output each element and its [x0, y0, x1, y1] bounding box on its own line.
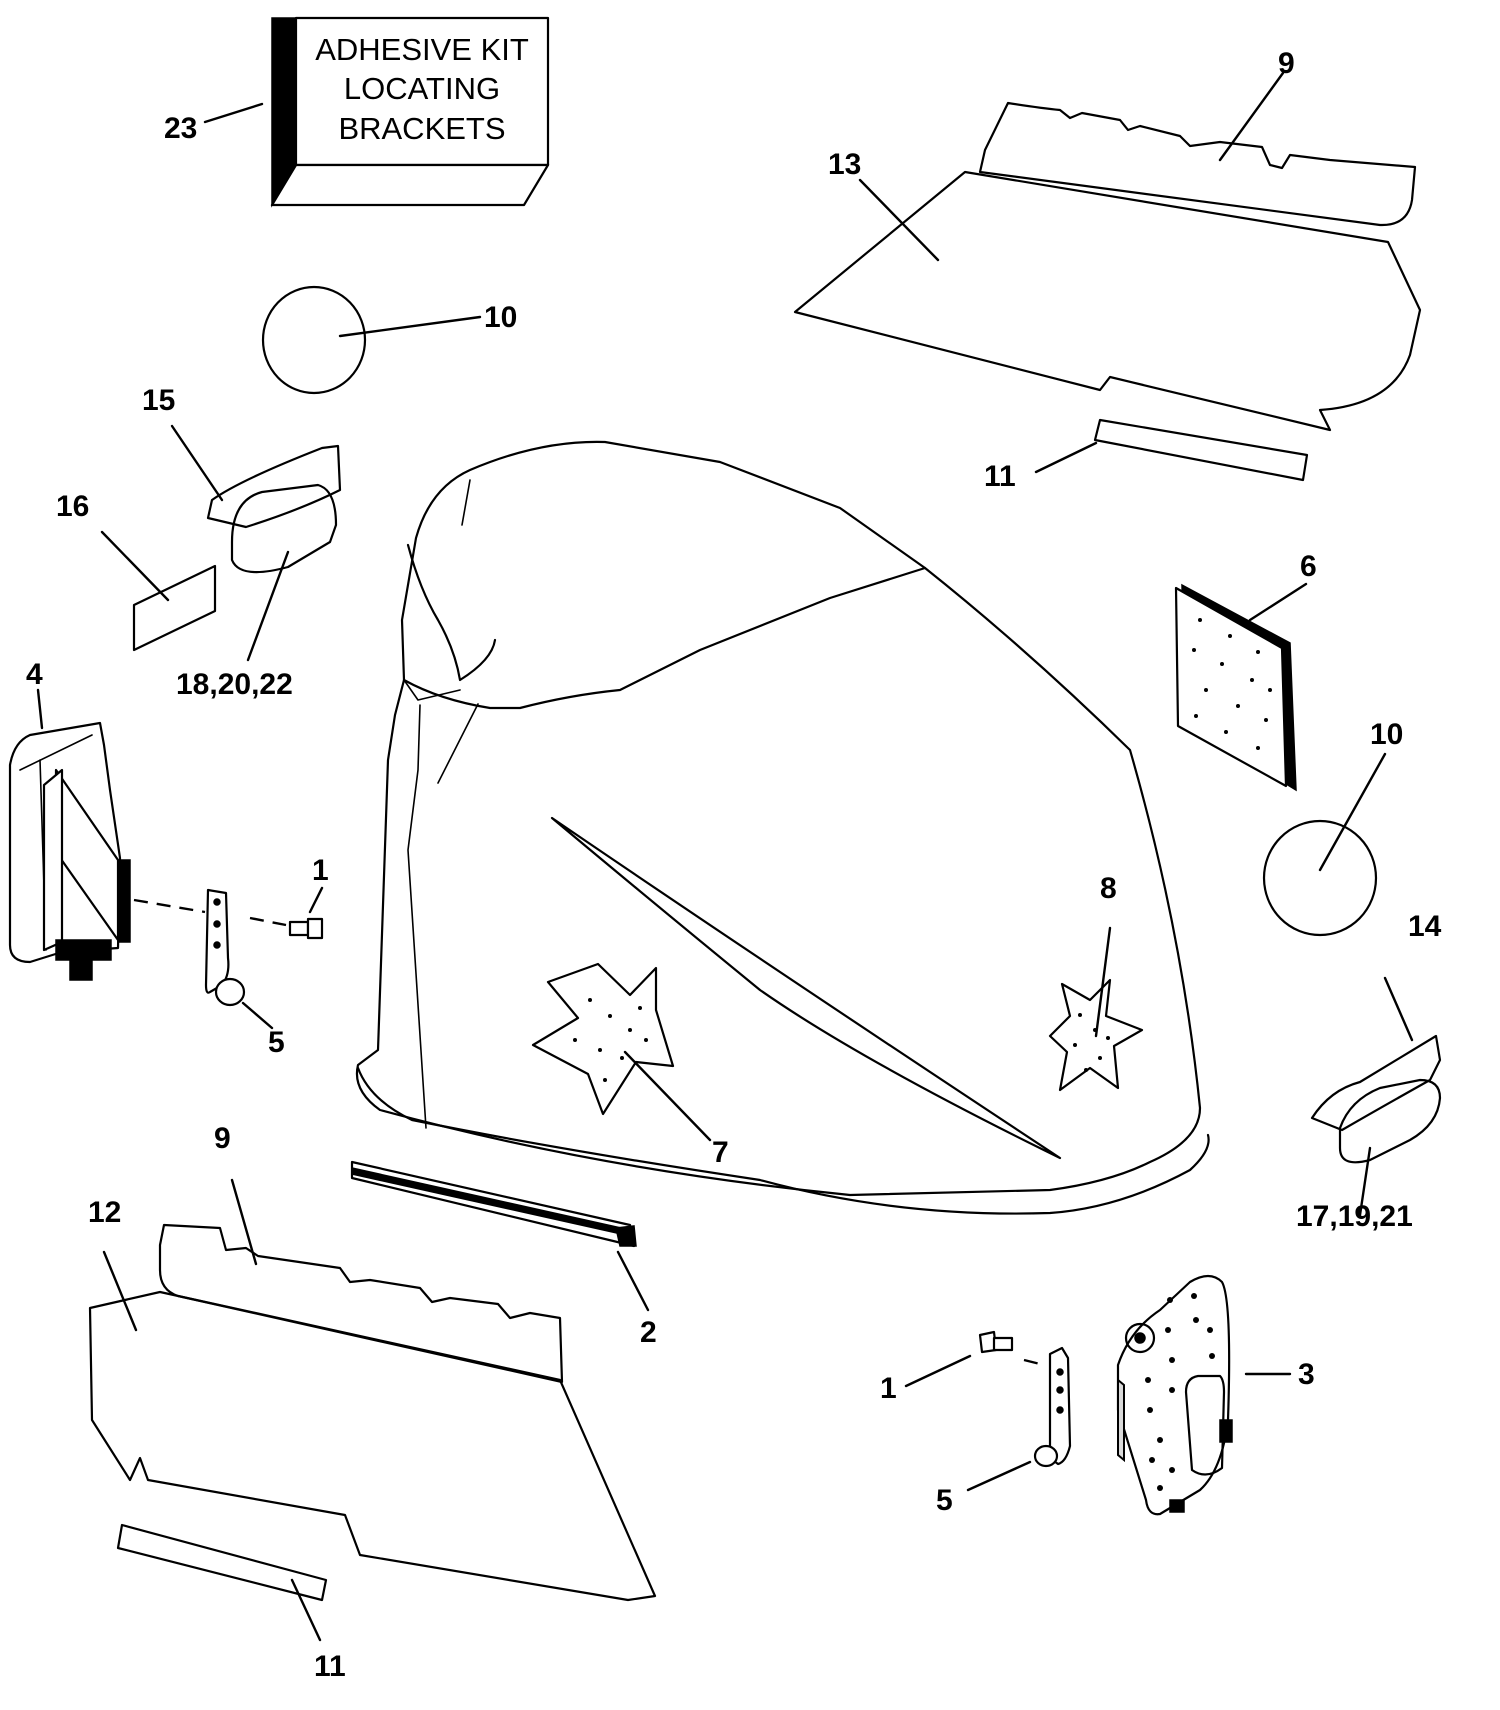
left-decal-18-20-22 — [230, 483, 338, 574]
leader-12 — [102, 1250, 138, 1332]
leader-16 — [100, 530, 170, 602]
callout-10-top: 10 — [484, 301, 517, 334]
bottom-strip-11 — [116, 1523, 328, 1602]
leader-2 — [616, 1250, 650, 1312]
leader-6 — [1248, 582, 1308, 622]
engine-cowl — [355, 440, 1210, 1215]
top-strip-11 — [1093, 418, 1309, 482]
star-8-dots — [1073, 1013, 1110, 1072]
leader-5-left — [241, 1001, 274, 1030]
star-7-dots — [573, 998, 648, 1082]
leader-17-19-21 — [1358, 1146, 1372, 1217]
star-decal-7 — [531, 962, 675, 1116]
round-decal-10-right — [1262, 819, 1378, 937]
left-decal-15 — [206, 444, 342, 529]
leader-7 — [623, 1050, 712, 1142]
callout-23: 23 — [164, 112, 197, 145]
pad-dots — [1192, 602, 1272, 750]
kit-box-line-2: LOCATING — [344, 71, 500, 106]
callout-11-top: 11 — [984, 460, 1016, 493]
bracket-5-right — [1033, 1346, 1072, 1468]
screw-1-left — [288, 917, 324, 940]
callout-11-bottom: 11 — [314, 1650, 346, 1683]
kit-box-line-1: ADHESIVE KIT — [315, 32, 529, 67]
callout-6: 6 — [1300, 550, 1317, 583]
callout-10-right: 10 — [1370, 718, 1403, 751]
leader-10-top — [338, 315, 482, 338]
callout-1-right: 1 — [880, 1372, 897, 1405]
bottom-panel-12 — [88, 1290, 657, 1602]
screw-1-right — [978, 1330, 1014, 1354]
latch-plate-3 — [1116, 1274, 1233, 1516]
left-decal-16 — [132, 564, 217, 652]
leader-11-top — [1034, 441, 1098, 474]
round-decal-10-top — [261, 285, 367, 395]
bottom-strip-9 — [158, 1223, 564, 1384]
leader-8 — [1094, 926, 1112, 1038]
callout-7: 7 — [712, 1136, 729, 1169]
leader-11-bottom — [290, 1578, 322, 1642]
leader-18-20-22 — [246, 550, 290, 662]
callout-13: 13 — [828, 148, 861, 181]
callout-15: 15 — [142, 384, 175, 417]
callout-18-20-22: 18,20,22 — [176, 668, 293, 701]
leader-4 — [36, 688, 44, 730]
square-pad-6 — [1174, 583, 1297, 792]
callout-5-right: 5 — [936, 1484, 953, 1517]
top-strip-9 — [978, 101, 1417, 227]
kit-box-line-3: BRACKETS — [338, 111, 505, 146]
leader-9-top — [1218, 71, 1285, 162]
leader-5-right — [966, 1460, 1032, 1492]
leader-9-bottom — [230, 1178, 258, 1266]
callout-14: 14 — [1408, 910, 1442, 943]
dash-line-5-to-1 — [249, 916, 287, 927]
right-decal-17-19-21 — [1338, 1078, 1442, 1164]
callout-3: 3 — [1298, 1358, 1315, 1391]
dash-screw-to-bracket — [1023, 1358, 1045, 1367]
leader-14 — [1383, 976, 1414, 1042]
callout-5-left: 5 — [268, 1026, 285, 1059]
star-decal-8 — [1048, 978, 1144, 1092]
callout-12: 12 — [88, 1196, 121, 1229]
plate-holes — [1145, 1293, 1215, 1491]
callout-4: 4 — [26, 658, 43, 691]
leader-15 — [170, 424, 224, 502]
latch-4 — [8, 721, 131, 981]
leader-23 — [203, 102, 264, 124]
callout-2: 2 — [640, 1316, 657, 1349]
adhesive-kit-box: ADHESIVE KIT LOCATING BRACKETS — [270, 16, 550, 208]
leader-10-right — [1318, 752, 1387, 872]
right-decal-14 — [1310, 1034, 1442, 1132]
dash-line-4-to-5 — [133, 898, 206, 914]
leader-1-left — [308, 886, 324, 914]
callout-8: 8 — [1100, 872, 1117, 905]
bracket-5-left — [204, 888, 246, 1007]
callout-17-19-21: 17,19,21 — [1296, 1200, 1413, 1233]
callout-1-left: 1 — [312, 854, 329, 887]
leader-13 — [858, 178, 940, 262]
top-panel-13 — [793, 170, 1422, 432]
callout-9-top: 9 — [1278, 47, 1295, 80]
rail-2 — [350, 1160, 637, 1248]
leader-1-right — [904, 1354, 972, 1388]
callout-9-bottom: 9 — [214, 1122, 231, 1155]
callout-16: 16 — [56, 490, 89, 523]
